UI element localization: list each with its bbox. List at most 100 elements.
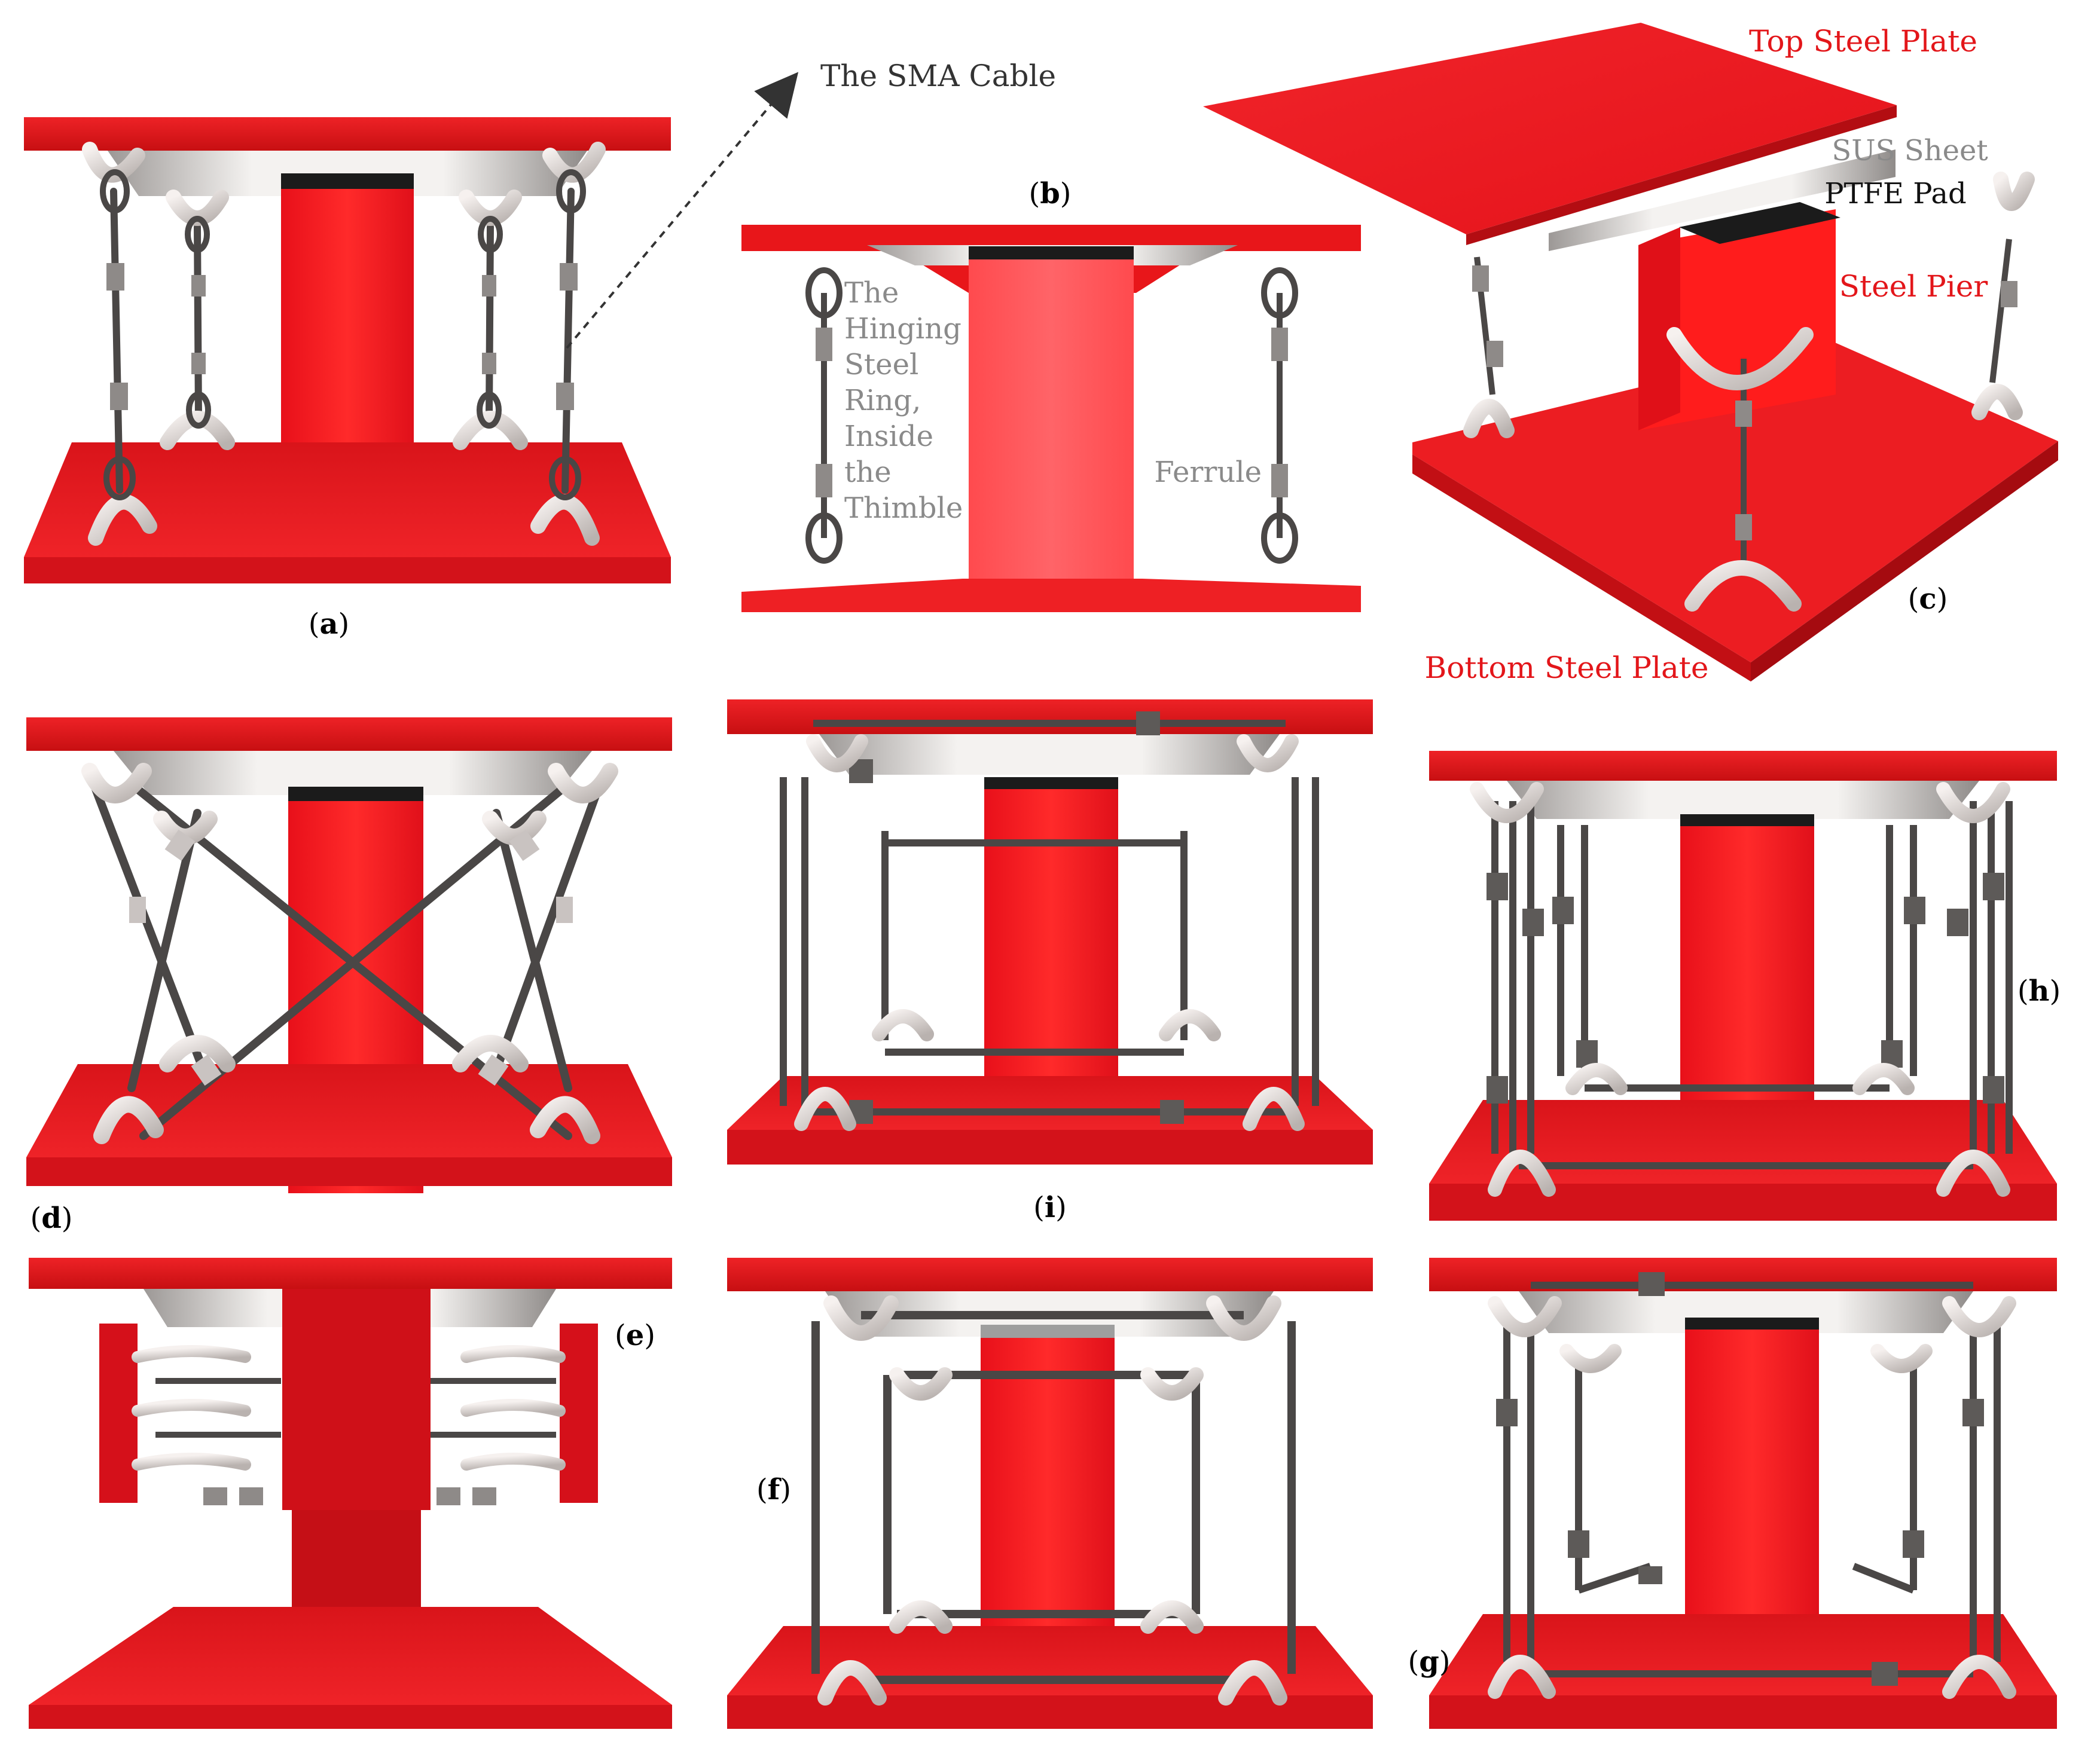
ferrule — [478, 1054, 509, 1086]
thimble — [100, 169, 130, 213]
ferrule — [1904, 897, 1925, 924]
thimble — [186, 392, 211, 429]
top-steel-plate — [727, 1258, 1373, 1291]
ferrule — [110, 383, 128, 410]
panel-e: (e) — [29, 1258, 672, 1729]
ferrule — [1983, 1076, 2004, 1104]
ferrule — [1552, 897, 1574, 924]
label-ptfe-pad: PTFE Pad — [1824, 177, 1966, 210]
thimble — [478, 216, 503, 253]
side-bracket-left — [99, 1324, 138, 1503]
steel-pier — [969, 259, 1134, 612]
hinge-ring — [1237, 734, 1299, 772]
sma-cable — [127, 809, 202, 1092]
hinge-ring — [1159, 1009, 1221, 1041]
hinge-ring — [1936, 782, 2010, 823]
hinge-ring — [1206, 1295, 1281, 1341]
top-plate-edge — [1466, 105, 1897, 245]
hinge-ring — [1942, 1655, 2016, 1699]
bottom-plate-edge — [727, 1130, 1373, 1165]
ferrule — [129, 897, 146, 923]
panel-c: Top Steel Plate SUS Sheet PTFE Pad Steel… — [1203, 23, 2058, 685]
panel-b: (b) The Hinging Steel Ring, Inside the — [741, 177, 1361, 612]
thimble — [1261, 512, 1298, 564]
ferrule — [1271, 328, 1288, 361]
sus-sheet — [1549, 149, 1896, 251]
hinge-ring — [1470, 782, 1544, 823]
ptfe-pad — [1680, 814, 1814, 826]
hinge-ring — [160, 411, 235, 450]
panel-label-i: (i) — [1033, 1191, 1067, 1224]
sus-sheet — [1519, 1291, 1973, 1333]
sus-sheet — [819, 734, 1280, 775]
panel-label-a: (a) — [309, 607, 350, 641]
label-ferrule: Ferrule — [1154, 456, 1262, 489]
top-steel-plate — [24, 117, 671, 151]
ferrule — [482, 353, 496, 374]
top-steel-plate — [1203, 23, 1897, 234]
ferrule — [1487, 341, 1503, 367]
hinge-ring — [794, 1087, 856, 1131]
hinge-ring — [460, 1399, 566, 1417]
ferrule — [1638, 1272, 1665, 1296]
panel-a: (a) — [24, 117, 671, 641]
hinge-ring — [806, 734, 868, 772]
hinge-ring — [132, 1399, 251, 1417]
label-steel-pier: Steel Pier — [1839, 269, 1988, 304]
steel-pier-upper — [282, 1289, 431, 1510]
label-bottom-steel-plate: Bottom Steel Plate — [1425, 650, 1709, 685]
hinge-ring — [482, 811, 547, 845]
bottom-plate-edge — [1429, 1695, 2057, 1729]
ferrule — [816, 464, 832, 497]
label-sus-sheet: SUS Sheet — [1832, 134, 1988, 167]
panel-label-f: (f) — [756, 1473, 791, 1506]
bottom-plate-edge — [24, 557, 671, 583]
hinge-ring — [1936, 1150, 2010, 1197]
ferrule — [239, 1487, 263, 1505]
bottom-plate-edge — [29, 1705, 672, 1729]
top-steel-plate — [727, 699, 1373, 734]
ptfe-pad — [1685, 1318, 1819, 1330]
hinge-ring — [530, 1096, 600, 1144]
panel-label-h: (h) — [2017, 974, 2061, 1008]
hinge-ring — [1666, 327, 1814, 390]
sma-cable — [492, 785, 602, 1074]
bottom-steel-plate — [24, 442, 671, 557]
steel-pier — [1638, 209, 1836, 430]
hinge-ring — [166, 190, 229, 226]
bottom-steel-plate — [29, 1607, 672, 1705]
bottom-plate-edge — [1412, 454, 1751, 681]
thimble — [185, 216, 210, 253]
side-bracket-right — [560, 1324, 598, 1503]
ferrule — [1568, 1530, 1589, 1558]
hinge-ring — [823, 1295, 899, 1341]
ferrule — [1496, 1399, 1518, 1426]
hinge-ring — [1488, 1296, 1562, 1337]
panel-d: (d) — [26, 717, 672, 1235]
ferrule — [1983, 873, 2004, 900]
thimble — [103, 456, 136, 500]
ferrule — [1735, 401, 1752, 427]
hinge-ring — [1140, 1367, 1204, 1401]
ferrule — [1947, 909, 1968, 936]
ferrule — [2001, 281, 2017, 307]
ferrule — [1735, 514, 1752, 540]
hinge-ring — [88, 494, 157, 546]
hinge-ring — [1870, 1344, 1933, 1373]
ptfe-pad — [1679, 202, 1840, 244]
ferrule — [1872, 1662, 1898, 1686]
ferrule — [472, 1487, 496, 1505]
sus-sheet — [1507, 781, 1979, 819]
bottom-plate-edge — [727, 1695, 1373, 1729]
ferrule — [203, 1487, 227, 1505]
sma-cable — [492, 809, 572, 1092]
hinge-ring — [817, 1660, 887, 1706]
thimble — [549, 456, 581, 500]
sma-cable — [1989, 239, 2012, 383]
ferrule — [1903, 1530, 1924, 1558]
hinge-ring — [889, 1600, 953, 1634]
ferrule — [556, 383, 574, 410]
hinge-ring — [1218, 1660, 1287, 1706]
ptfe-pad — [281, 173, 414, 189]
hinge-ring — [452, 1035, 529, 1072]
